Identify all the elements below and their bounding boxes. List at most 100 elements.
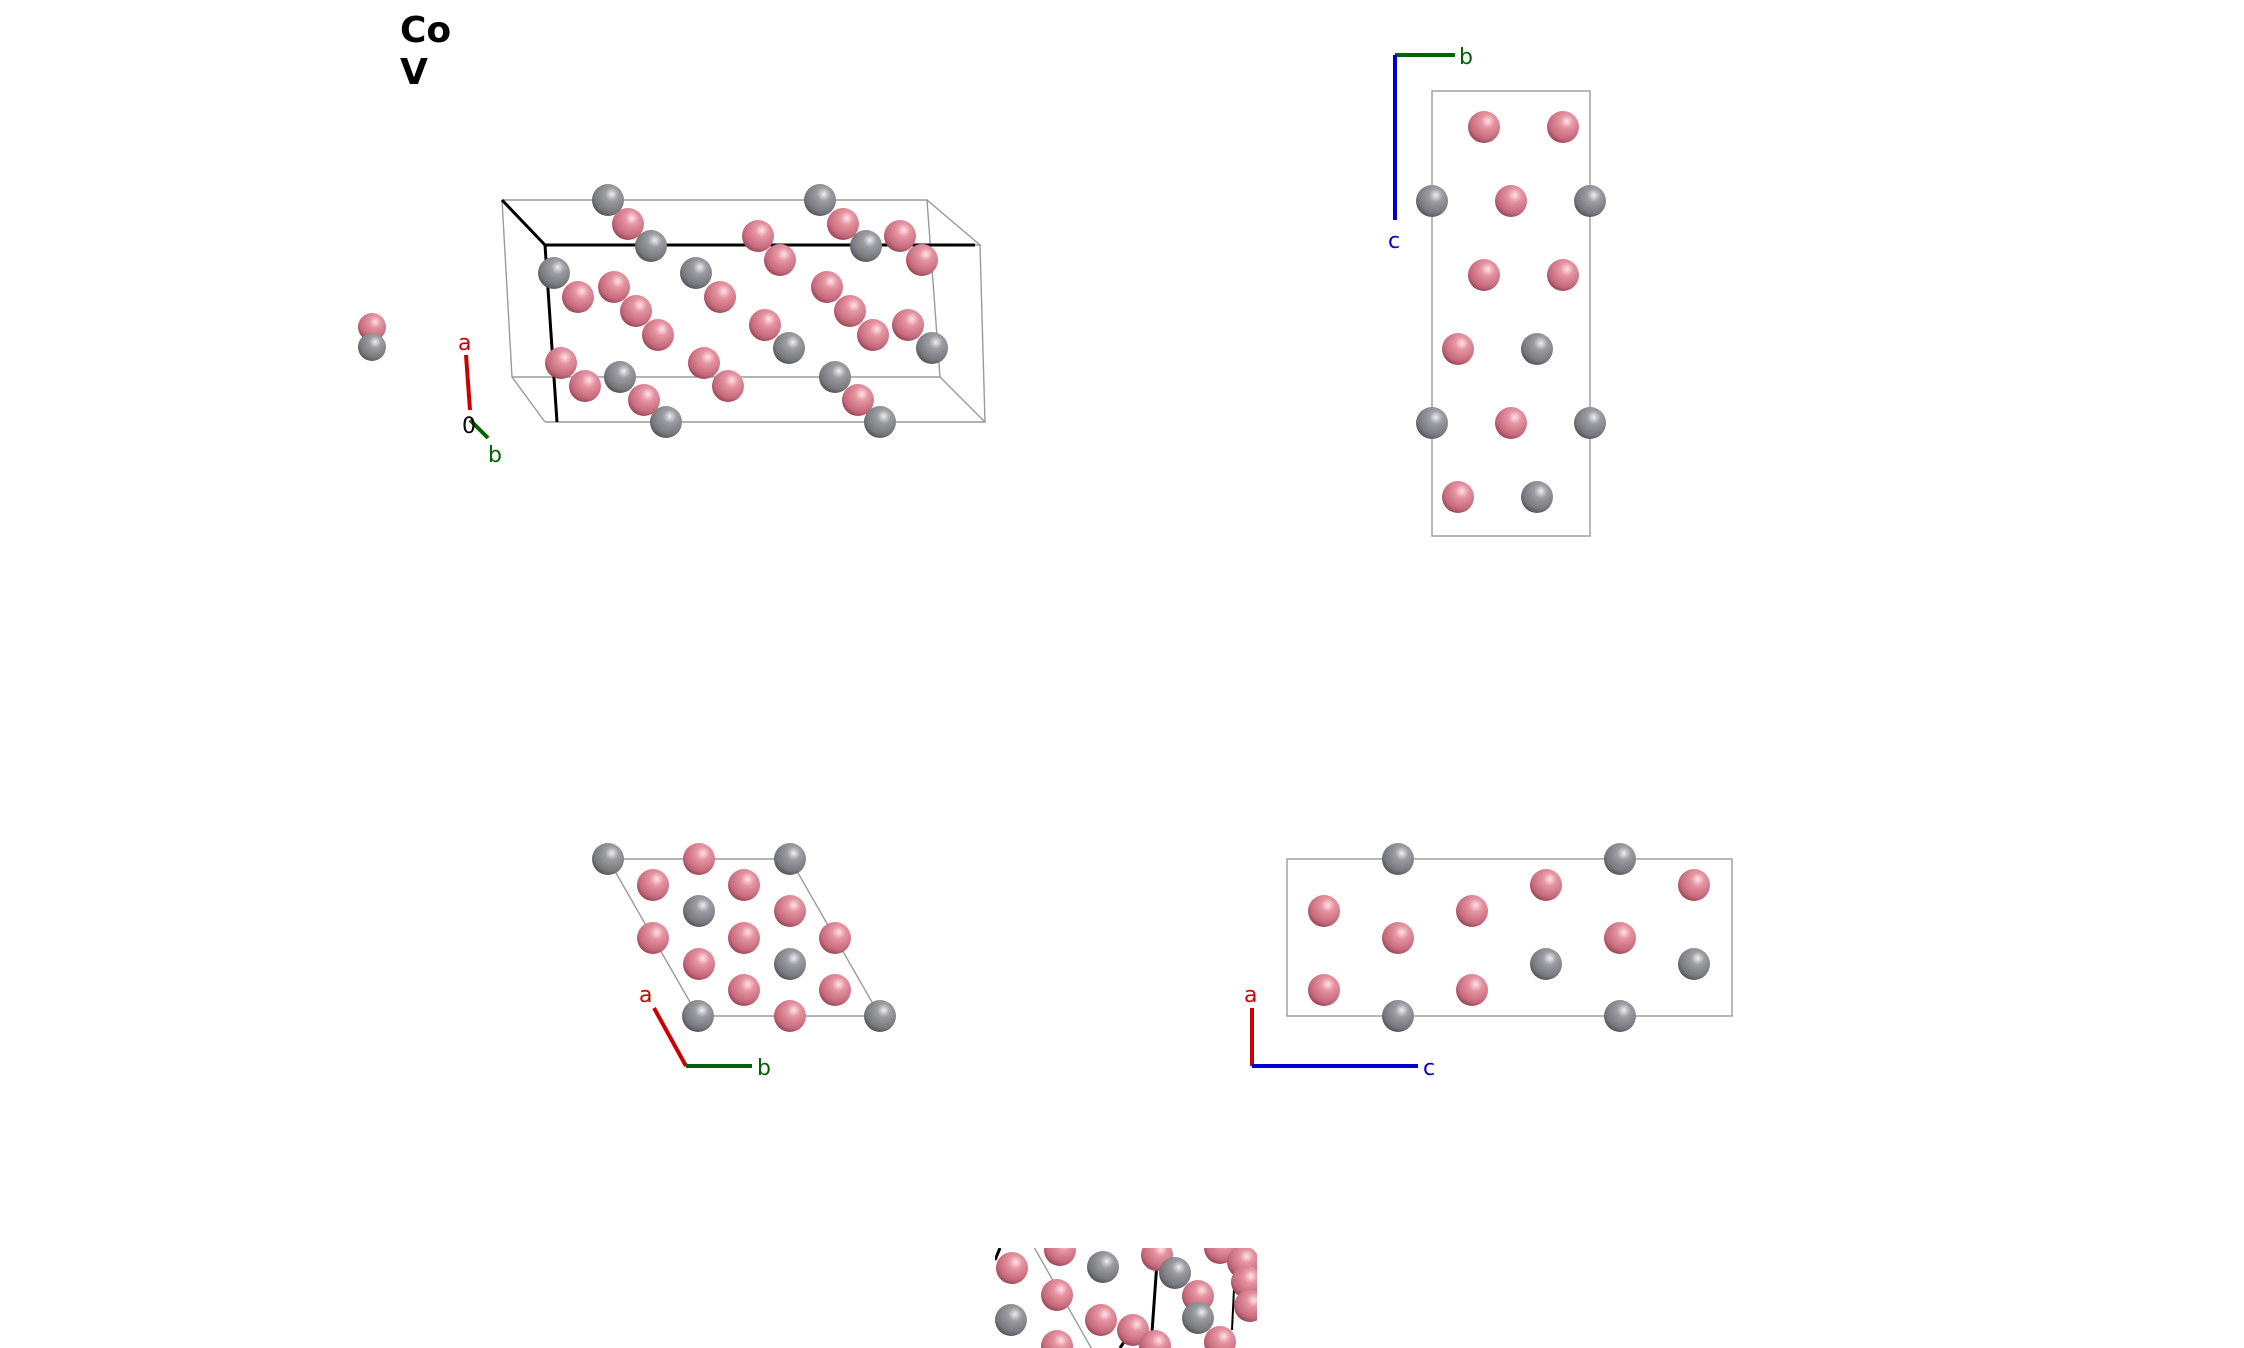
axis-a-label: a [639,983,652,1008]
view-along-b-panel: a c [1244,843,1733,1081]
atom-v [1530,948,1562,980]
unit-cell-outline [1431,90,1591,537]
atom-co [1044,1248,1076,1266]
atom-v [1678,948,1710,980]
atom-co [1468,259,1500,291]
atom-co [545,347,577,379]
atom-v [1416,407,1448,439]
atom-v [1382,843,1414,875]
atom-v [774,843,806,875]
view-along-c-panel: a b [592,843,896,1081]
axis-a-label: a [458,331,471,356]
closeup-view-panel [995,1248,1257,1348]
atom-v [604,361,636,393]
atom-co [834,295,866,327]
atom-co [569,370,601,402]
atom-co [1308,895,1340,927]
atom-co [1204,1326,1236,1348]
atom-co [857,319,889,351]
atom-v [1382,1000,1414,1032]
atom-co [811,271,843,303]
unit-cell-outline [1286,858,1733,1017]
atom-co [1456,974,1488,1006]
atom-co [1547,259,1579,291]
atom-co [1456,895,1488,927]
axis-c-label: c [1423,1056,1435,1081]
atom-co [892,309,924,341]
atom-co [1182,1280,1214,1312]
axis-b-label: b [488,443,502,468]
atom-co [642,319,674,351]
atom-v [650,406,682,438]
atom-co [1547,111,1579,143]
atom-v [635,230,667,262]
atom-co [1117,1314,1149,1346]
atom-co [1604,922,1636,954]
view-along-c-atoms [592,843,896,1032]
view-along-b-atoms [1308,843,1710,1032]
view-along-a-atoms [1416,111,1606,513]
axis-a-label: a [1244,983,1257,1008]
atom-co [774,1000,806,1032]
axis-b-label: b [757,1056,771,1081]
atom-co [1530,869,1562,901]
legend-co-label: Co [400,10,451,51]
atom-v [1604,1000,1636,1032]
atom-co [683,948,715,980]
atom-co [688,347,720,379]
atom-co [842,384,874,416]
atom-co [1442,481,1474,513]
atom-co [1231,1266,1257,1298]
atom-co [637,869,669,901]
axis-c-label: c [1388,229,1400,254]
atom-co [728,869,760,901]
atom-co [1678,869,1710,901]
axis-triad-along-a: b c [1388,45,1473,254]
atom-co [1495,407,1527,439]
atom-v [916,332,948,364]
atom-v [1159,1257,1191,1289]
atom-v [1521,333,1553,365]
atom-co [742,220,774,252]
atom-v [592,843,624,875]
atom-co [1041,1330,1073,1348]
atom-v [680,257,712,289]
atom-v [864,1000,896,1032]
atom-v [538,257,570,289]
atom-co [628,384,660,416]
axis-b-arrow [468,418,490,440]
atom-v [1416,185,1448,217]
atom-v [804,184,836,216]
axis-a-arrow [464,354,472,411]
atom-v [592,184,624,216]
atom-v [1087,1251,1119,1283]
atom-co [819,974,851,1006]
atom-v [850,230,882,262]
legend-v-label: V [400,52,428,93]
axis-origin-label: 0 [462,414,476,439]
atom-v [1574,185,1606,217]
atom-co [598,271,630,303]
atom-v [864,406,896,438]
atom-v [774,948,806,980]
atom-co [562,281,594,313]
axis-triad-along-b: a c [1244,983,1435,1081]
atom-v [683,895,715,927]
atom-co [1495,185,1527,217]
atom-co [712,370,744,402]
atom-co [1234,1290,1257,1322]
closeup-atoms [995,1248,1257,1348]
atom-co [1442,333,1474,365]
atom-co [884,220,916,252]
atom-co [683,843,715,875]
atom-co [827,208,859,240]
atom-co [704,281,736,313]
atom-v [1604,843,1636,875]
axis-a-arrow [652,1007,688,1067]
axis-triad-along-c: a b [639,983,771,1081]
atom-v [358,333,386,361]
species-legend: Co V [400,10,451,93]
atom-co [728,974,760,1006]
atom-v [773,332,805,364]
